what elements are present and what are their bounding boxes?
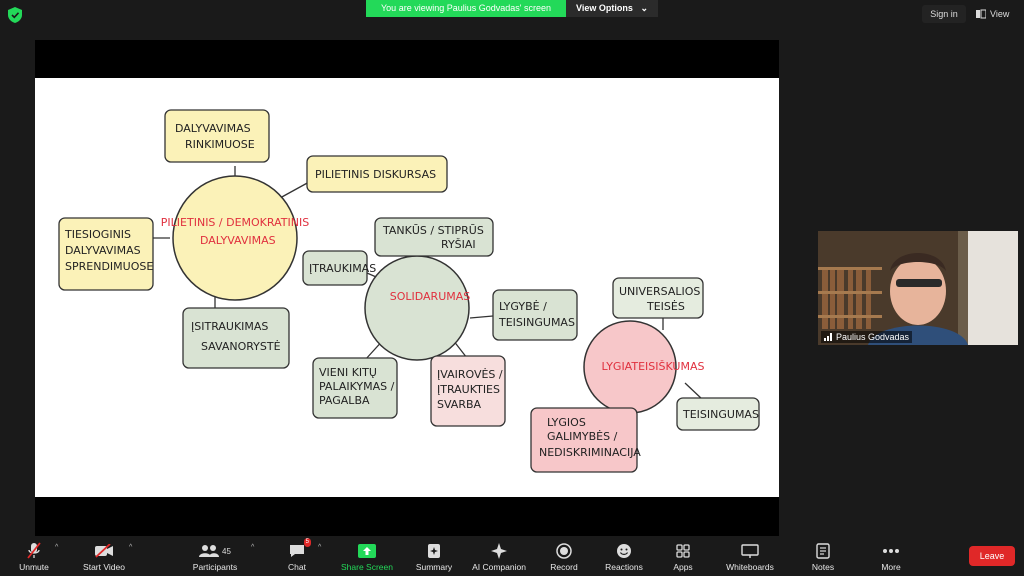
- share-screen-label: Share Screen: [341, 562, 393, 572]
- whiteboard-icon: [741, 544, 759, 558]
- notes-button[interactable]: Notes: [808, 536, 838, 576]
- summary-button[interactable]: Summary: [412, 536, 456, 576]
- participant-name: Paulius Godvadas: [836, 332, 910, 342]
- participant-name-tag: Paulius Godvadas: [821, 331, 913, 343]
- notes-icon: [816, 543, 830, 559]
- participants-count: 45: [222, 546, 231, 556]
- node-galimybes-line2: GALIMYBĖS /: [547, 430, 618, 443]
- node-lygybe-line2: TEISINGUMAS: [498, 316, 575, 329]
- node-galimybes-line3: NEDISKRIMINACIJA: [539, 446, 641, 459]
- node-palaikymas-line1: VIENI KITŲ: [319, 366, 377, 379]
- ai-sparkle-icon: [491, 543, 507, 559]
- chat-options-chevron-icon[interactable]: ^: [318, 544, 322, 551]
- node-palaikymas-line3: PAGALBA: [319, 394, 370, 407]
- node-itraukimas: ĮTRAUKIMAS: [309, 262, 376, 275]
- chat-label: Chat: [288, 562, 306, 572]
- participant-video-feed: [818, 231, 1018, 345]
- view-layout-icon: [976, 9, 986, 19]
- signal-strength-icon: [824, 333, 832, 341]
- record-label: Record: [550, 562, 578, 572]
- node-ivairoves-line1: ĮVAIROVĖS /: [437, 368, 503, 381]
- node-tiesioginis-line3: SPRENDIMUOSE: [65, 260, 153, 273]
- apps-button[interactable]: Apps: [668, 536, 698, 576]
- node-palaikymas-line2: PALAIKYMAS /: [319, 380, 395, 393]
- node-lygybe-line1: LYGYBĖ /: [499, 300, 547, 313]
- node-savanoryste-line1: ĮSITRAUKIMAS: [191, 320, 268, 333]
- chat-unread-badge: 5: [303, 538, 311, 547]
- node-savanoryste-line2: SAVANORYSTĖ: [201, 340, 281, 353]
- start-video-label: Start Video: [83, 562, 125, 572]
- view-options-label: View Options: [576, 3, 633, 13]
- participant-video-tile[interactable]: Paulius Godvadas: [818, 231, 1018, 345]
- viewing-screen-message: You are viewing Paulius Godvadas' screen: [366, 0, 566, 17]
- start-video-button[interactable]: Start Video: [78, 536, 130, 576]
- center-circle-democratic: PILIETINIS / DEMOKRATINIS DALYVAVIMAS: [161, 175, 309, 301]
- node-diskursas: PILIETINIS DISKURSAS: [315, 168, 436, 181]
- meeting-toolbar: Unmute ^ Start Video ^ 45 Parti: [0, 536, 1024, 576]
- summary-label: Summary: [415, 562, 453, 572]
- view-options-button[interactable]: View Options ⌄: [566, 0, 658, 17]
- audio-options-chevron-icon[interactable]: ^: [55, 544, 59, 551]
- apps-grid-icon: [676, 544, 690, 558]
- node-ivairoves-line3: SVARBA: [437, 398, 482, 411]
- node-ivairoves-line2: ĮTRAUKTIES: [437, 383, 500, 396]
- sign-in-button[interactable]: Sign in: [922, 5, 966, 23]
- ai-companion-button[interactable]: AI Companion: [468, 536, 530, 576]
- encryption-shield-icon[interactable]: [8, 7, 22, 23]
- more-label: More: [881, 562, 901, 572]
- record-button[interactable]: Record: [546, 536, 582, 576]
- node-rinkimai-line2: RINKIMUOSE: [185, 138, 255, 151]
- unmute-label: Unmute: [19, 562, 49, 572]
- apps-label: Apps: [673, 562, 693, 572]
- video-camera-off-icon: [95, 544, 113, 558]
- node-teises-line1: UNIVERSALIOS: [619, 285, 700, 298]
- whiteboards-label: Whiteboards: [726, 562, 774, 572]
- smiley-reaction-icon: [617, 544, 631, 558]
- more-button[interactable]: More: [876, 536, 906, 576]
- center-circle-solidarity: SOLIDARUMAS: [364, 255, 471, 361]
- video-options-chevron-icon[interactable]: ^: [129, 544, 133, 551]
- microphone-muted-icon: [27, 542, 41, 559]
- ai-companion-label: AI Companion: [472, 562, 526, 572]
- reactions-label: Reactions: [605, 562, 643, 572]
- share-screen-icon: [358, 544, 376, 558]
- summary-document-icon: [428, 544, 440, 558]
- chat-bubble-icon: [290, 545, 304, 557]
- node-rinkimai-line1: DALYVAVIMAS: [175, 122, 251, 135]
- participants-button[interactable]: 45 Participants: [188, 536, 242, 576]
- node-teises-line2: TEISĖS: [646, 300, 685, 313]
- leave-meeting-button[interactable]: Leave: [969, 546, 1015, 566]
- more-dots-icon: [883, 549, 899, 553]
- view-label: View: [990, 9, 1010, 19]
- notes-label: Notes: [811, 562, 835, 572]
- shared-screen: PILIETINIS / DEMOKRATINIS DALYVAVIMAS SO…: [35, 40, 779, 536]
- participants-label: Participants: [192, 562, 238, 572]
- participants-options-chevron-icon[interactable]: ^: [251, 544, 255, 551]
- svg-text:DALYVAVIMAS: DALYVAVIMAS: [200, 234, 276, 247]
- whiteboards-button[interactable]: Whiteboards: [722, 536, 778, 576]
- svg-text:PILIETINIS / DEMOKRATINIS: PILIETINIS / DEMOKRATINIS: [161, 216, 309, 229]
- share-screen-button[interactable]: Share Screen: [338, 536, 396, 576]
- node-rysiai-line1: TANKŪS / STIPRŪS: [382, 224, 484, 237]
- chat-button[interactable]: 5 Chat: [284, 536, 311, 576]
- participants-icon: [199, 545, 220, 557]
- svg-text:SOLIDARUMAS: SOLIDARUMAS: [390, 290, 471, 303]
- node-tiesioginis-line1: TIESIOGINIS: [64, 228, 131, 241]
- screen-share-banner: You are viewing Paulius Godvadas' screen…: [366, 0, 658, 17]
- chevron-down-icon: ⌄: [640, 3, 648, 13]
- node-rysiai-line2: RYŠIAI: [441, 238, 476, 251]
- mind-map-drawing: PILIETINIS / DEMOKRATINIS DALYVAVIMAS SO…: [58, 109, 760, 473]
- record-icon: [556, 543, 572, 559]
- node-teisingumas: TEISINGUMAS: [682, 408, 759, 421]
- mind-map-whiteboard: PILIETINIS / DEMOKRATINIS DALYVAVIMAS SO…: [35, 78, 779, 497]
- view-button[interactable]: View: [972, 5, 1016, 23]
- reactions-button[interactable]: Reactions: [602, 536, 646, 576]
- node-tiesioginis-line2: DALYVAVIMAS: [65, 244, 141, 257]
- unmute-button[interactable]: Unmute: [14, 536, 54, 576]
- svg-text:LYGIATEISIŠKUMAS: LYGIATEISIŠKUMAS: [602, 360, 705, 373]
- node-galimybes-line1: LYGIOS: [547, 416, 586, 429]
